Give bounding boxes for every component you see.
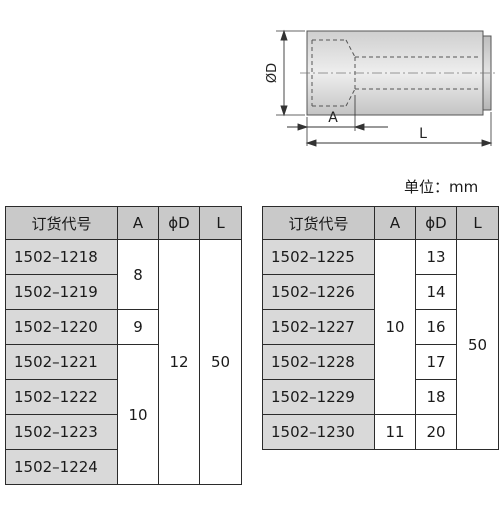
- order-code-cell: 1502–1230: [262, 414, 375, 450]
- header-d: ϕD: [415, 206, 457, 240]
- order-code-cell: 1502–1227: [262, 309, 375, 345]
- d-value-cell: 14: [415, 274, 457, 310]
- order-code-cell: 1502–1229: [262, 379, 375, 415]
- order-code-cell: 1502–1220: [5, 309, 118, 345]
- table-row: 1502–1223: [5, 414, 242, 450]
- table-row: 1502–1229 18: [262, 379, 499, 415]
- table-row: 1502–1226 14: [262, 274, 499, 310]
- unit-label: 单位：mm: [404, 178, 479, 196]
- table-header-row: 订货代号 A ϕD L: [262, 206, 499, 240]
- order-code-cell: 1502–1225: [262, 239, 375, 275]
- spec-table-right: 订货代号 A ϕD L 1502–1225 10 13 50 1502–1226…: [262, 206, 499, 450]
- part-drawing: ØD A L: [265, 29, 496, 147]
- header-l: L: [199, 206, 242, 240]
- d-value-cell: 16: [415, 309, 457, 345]
- a-dimension: [287, 123, 388, 131]
- diameter-label: ØD: [265, 63, 280, 83]
- header-order-code: 订货代号: [5, 206, 118, 240]
- d-value-cell: 12: [158, 239, 200, 485]
- header-a: A: [117, 206, 159, 240]
- table-row: 1502–1221 10: [5, 344, 242, 485]
- diameter-dimension: [280, 29, 288, 117]
- a-value-cell: 9: [117, 309, 159, 345]
- order-code-cell: 1502–1218: [5, 239, 118, 275]
- d-value-cell: 20: [415, 414, 457, 450]
- spec-table-left: 订货代号 A ϕD L 1502–1218 8 12 50 1502–1219 …: [5, 206, 242, 485]
- table-row: 1502–1228 17: [262, 344, 499, 380]
- a-label: A: [328, 110, 338, 126]
- table-row: 1502–1227 16: [262, 309, 499, 345]
- a-value-cell: 11: [374, 414, 416, 450]
- table-row: 1502–1224: [5, 449, 242, 485]
- d-value-cell: 13: [415, 239, 457, 275]
- order-code-cell: 1502–1224: [5, 449, 118, 485]
- l-value-cell: 50: [456, 239, 499, 450]
- extension-lines: [276, 30, 492, 146]
- order-code-cell: 1502–1226: [262, 274, 375, 310]
- l-dimension: [305, 139, 493, 147]
- d-value-cell: 18: [415, 379, 457, 415]
- table-header-row: 订货代号 A ϕD L: [5, 206, 242, 240]
- a-value-cell: 8: [117, 239, 159, 310]
- table-row: 1502–1225 10 13 50: [262, 239, 499, 450]
- a-value-cell: 10: [117, 344, 159, 485]
- table-row: 1502–1222: [5, 379, 242, 415]
- order-code-cell: 1502–1222: [5, 379, 118, 415]
- order-code-cell: 1502–1228: [262, 344, 375, 380]
- a-value-cell: 10: [374, 239, 416, 415]
- table-row: 1502–1219: [5, 274, 242, 310]
- d-value-cell: 17: [415, 344, 457, 380]
- header-a: A: [374, 206, 416, 240]
- l-value-cell: 50: [199, 239, 242, 485]
- table-row: 1502–1218 8 12 50: [5, 239, 242, 485]
- order-code-cell: 1502–1221: [5, 344, 118, 380]
- l-label: L: [419, 126, 427, 142]
- table-row: 1502–1230 11 20: [262, 414, 499, 450]
- header-d: ϕD: [158, 206, 200, 240]
- header-order-code: 订货代号: [262, 206, 375, 240]
- order-code-cell: 1502–1223: [5, 414, 118, 450]
- header-l: L: [456, 206, 499, 240]
- table-row: 1502–1220 9: [5, 309, 242, 345]
- order-code-cell: 1502–1219: [5, 274, 118, 310]
